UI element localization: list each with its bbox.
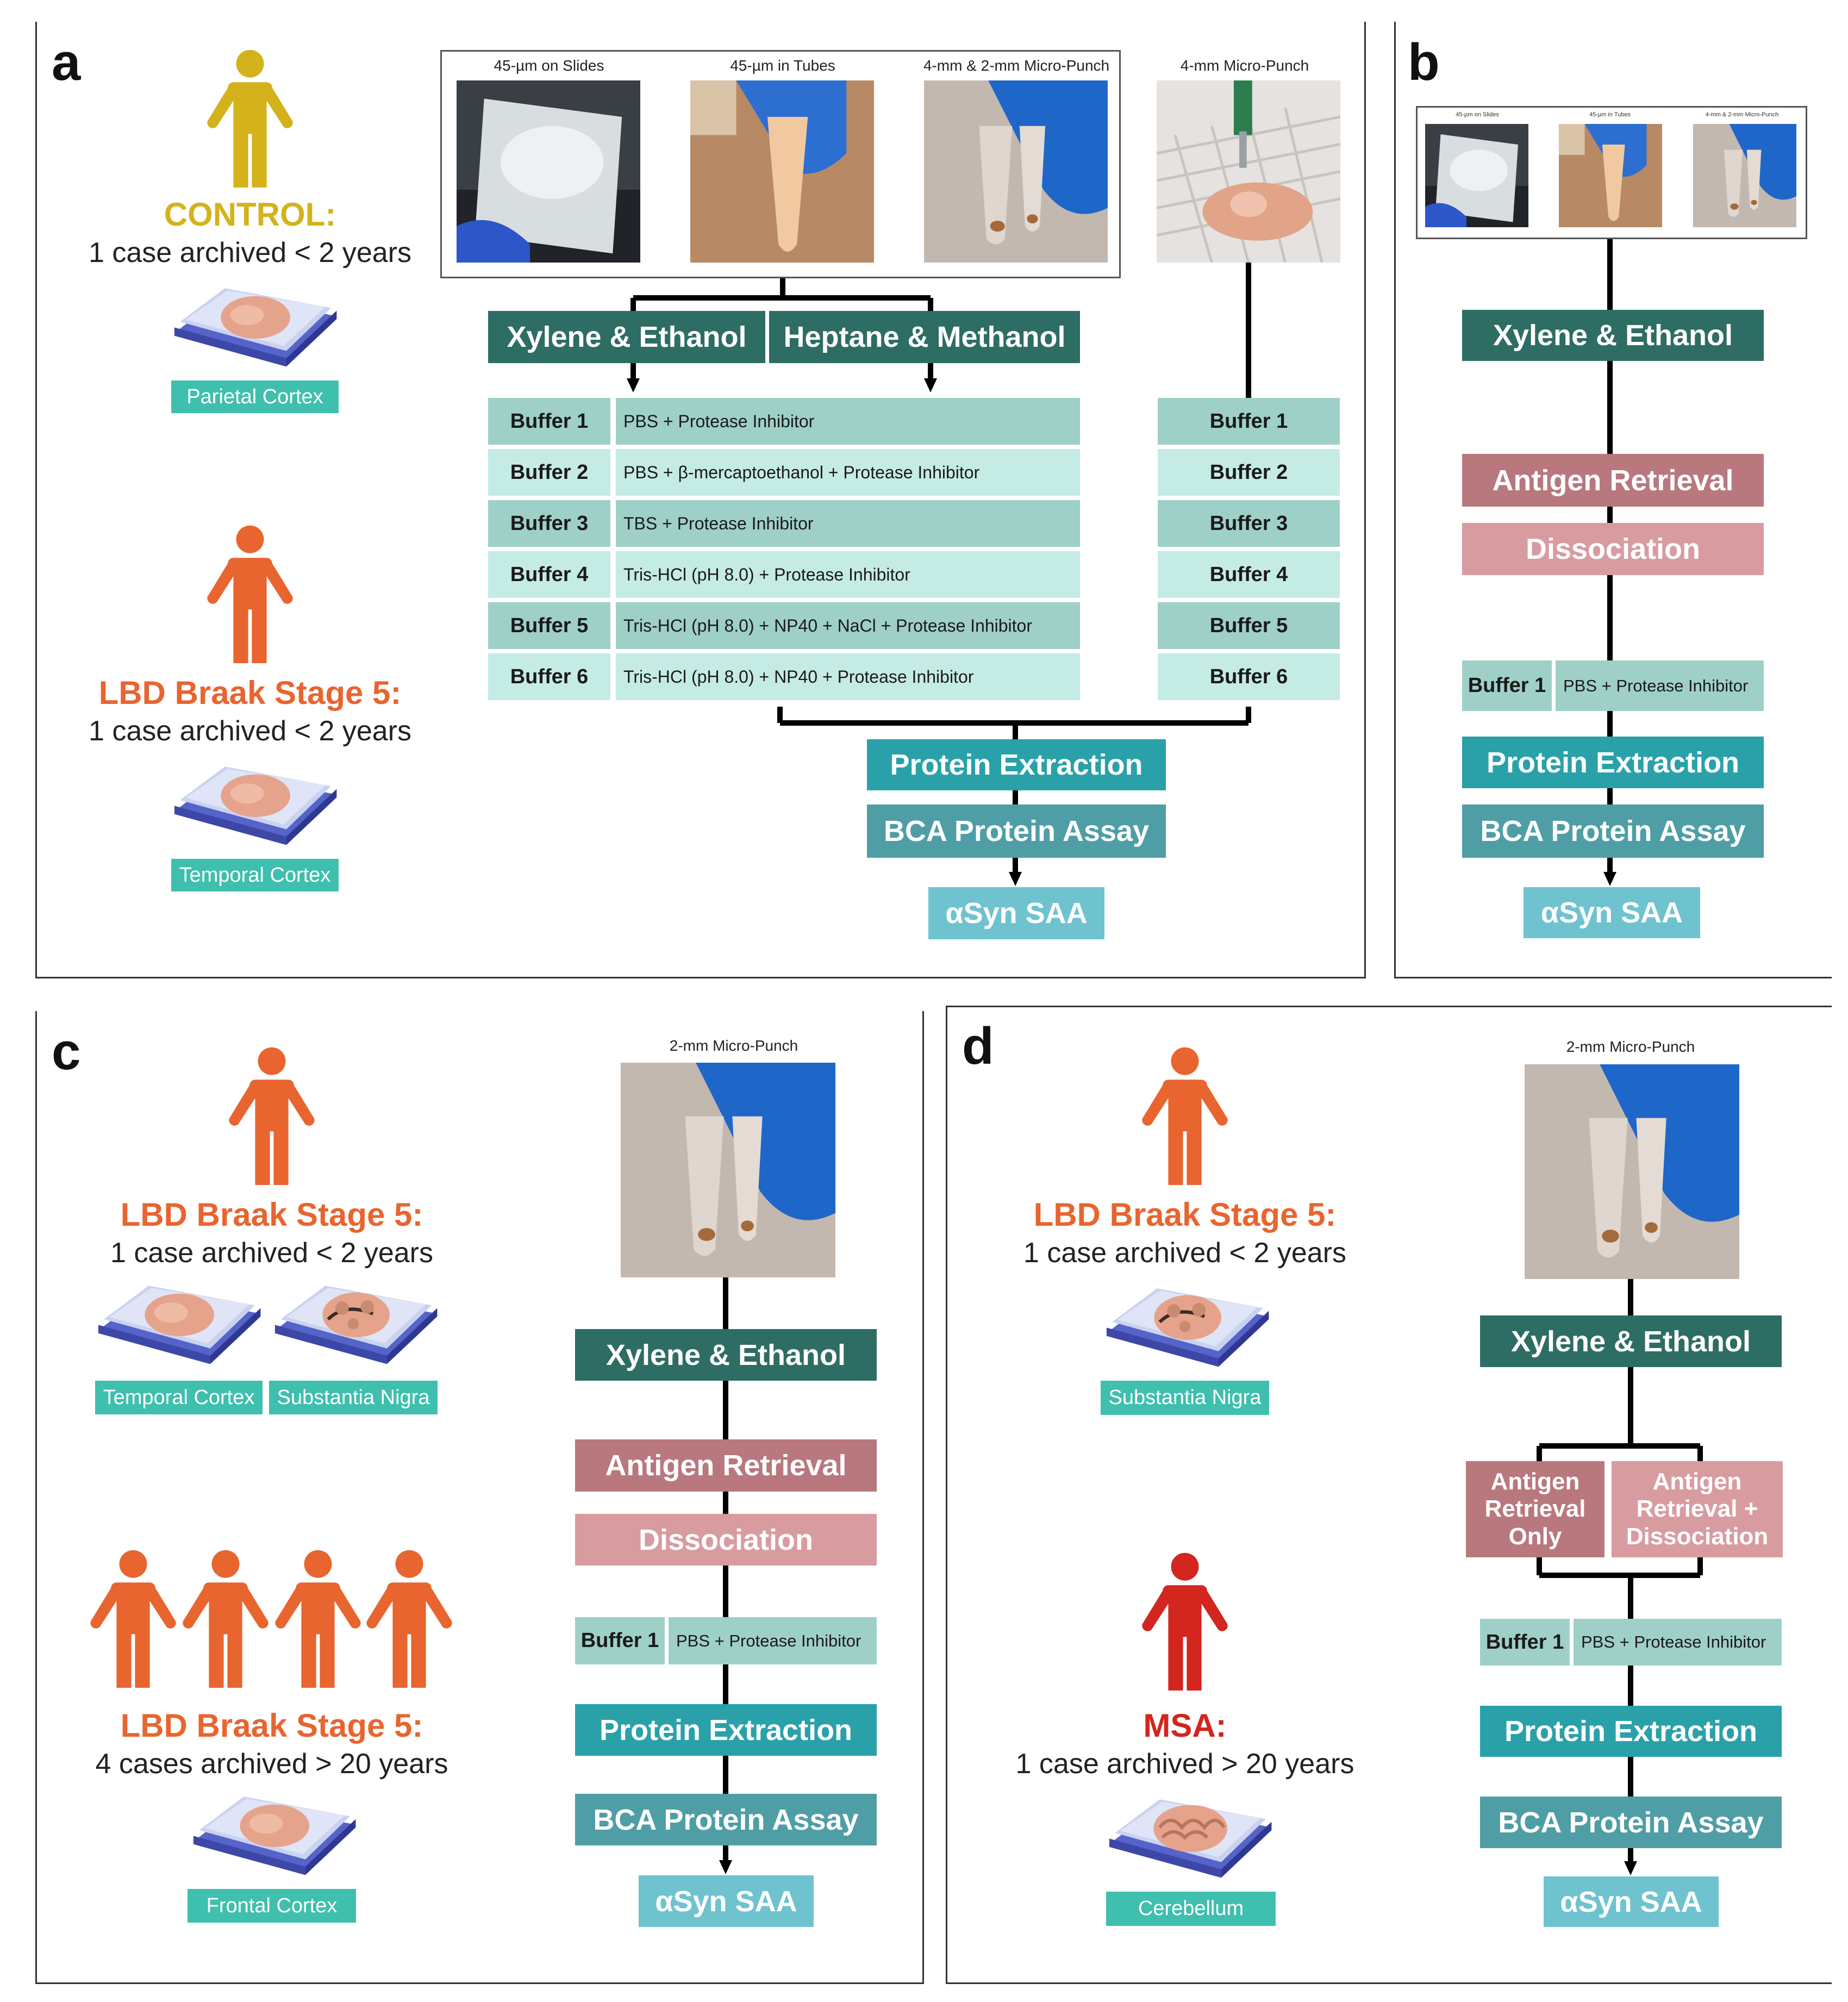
antigen-retrieval-box: Antigen Retrieval — [1462, 454, 1764, 507]
buffer-1-desc: PBS + Protease Inhibitor — [1556, 660, 1764, 711]
protein-extraction-box: Protein Extraction — [575, 1704, 877, 1756]
tag-cerebellum: Cerebellum — [1106, 1892, 1276, 1926]
xylene-ethanol-box: Xylene & Ethanol — [488, 311, 765, 363]
photo-caption: 45-µm in Tubes — [730, 57, 835, 74]
xylene-ethanol-box: Xylene & Ethanol — [575, 1329, 877, 1381]
lbd-subtitle: 1 case archived < 2 years — [89, 715, 411, 747]
buffer-label-right: Buffer 3 — [1158, 500, 1340, 547]
antigen-retrieval-box: Antigen Retrieval — [575, 1439, 877, 1492]
buffer-label-right: Buffer 2 — [1158, 449, 1340, 496]
panel-letter-b: b — [1408, 33, 1440, 91]
buffer-1-label: Buffer 1 — [1480, 1619, 1570, 1666]
buffer-1-desc: PBS + Protease Inhibitor — [1574, 1619, 1782, 1666]
panel-letter-d: d — [962, 1017, 994, 1075]
buffer-label-right: Buffer 4 — [1158, 551, 1340, 598]
antigen-retrieval-only-box: Antigen Retrieval Only — [1466, 1461, 1604, 1557]
buffer-desc: Tris-HCl (pH 8.0) + NP40 + Protease Inhi… — [616, 653, 1080, 700]
lbd-title: LBD Braak Stage 5: — [1033, 1196, 1337, 1233]
tag-frontal-cortex: Frontal Cortex — [188, 1889, 356, 1923]
bca-assay-box: BCA Protein Assay — [575, 1794, 877, 1845]
tag-temporal-cortex: Temporal Cortex — [95, 1381, 263, 1414]
photo-caption: 45-µm in Tubes — [1589, 111, 1631, 118]
asyn-saa-box: αSyn SAA — [1544, 1876, 1719, 1927]
panel-letter-a: a — [52, 33, 81, 91]
photo-caption: 4-mm & 2-mm Micro-Punch — [1705, 111, 1779, 118]
asyn-saa-box: αSyn SAA — [928, 887, 1104, 939]
photo-caption: 45-µm on Slides — [494, 57, 604, 74]
buffer-label: Buffer 2 — [488, 449, 610, 496]
buffer-label-right: Buffer 1 — [1158, 398, 1340, 445]
buffer-desc: Tris-HCl (pH 8.0) + NP40 + NaCl + Protea… — [616, 602, 1080, 649]
lbd-subtitle: 1 case archived < 2 years — [1023, 1237, 1346, 1269]
asyn-saa-box: αSyn SAA — [639, 1875, 814, 1927]
buffer-label: Buffer 6 — [488, 653, 610, 700]
photo-caption: 2-mm Micro-Punch — [1566, 1038, 1695, 1055]
buffer-label-right: Buffer 5 — [1158, 602, 1340, 649]
panel-d — [946, 1006, 1832, 1984]
buffer-label: Buffer 5 — [488, 602, 610, 649]
bca-assay-box: BCA Protein Assay — [1480, 1797, 1782, 1848]
photo-caption: 4-mm & 2-mm Micro-Punch — [923, 57, 1110, 74]
panel-letter-c: c — [52, 1022, 81, 1081]
panel-c — [35, 1011, 924, 1984]
lbd-title: LBD Braak Stage 5: — [120, 1707, 423, 1744]
buffer-label: Buffer 1 — [488, 398, 610, 445]
lbd-subtitle: 1 case archived < 2 years — [110, 1237, 433, 1269]
asyn-saa-box: αSyn SAA — [1524, 887, 1700, 938]
panel-a — [35, 22, 1366, 978]
photo-caption: 4-mm Micro-Punch — [1180, 57, 1309, 74]
bca-assay-box: BCA Protein Assay — [1462, 804, 1764, 858]
heptane-methanol-box: Heptane & Methanol — [769, 311, 1080, 363]
tag-temporal-cortex: Temporal Cortex — [171, 859, 339, 891]
lbd-title: LBD Braak Stage 5: — [98, 675, 402, 711]
msa-title: MSA: — [1143, 1707, 1227, 1744]
dissociation-box: Dissociation — [1462, 523, 1764, 575]
protein-extraction-box: Protein Extraction — [867, 739, 1166, 790]
dissociation-box: Dissociation — [575, 1514, 877, 1566]
buffer-label: Buffer 3 — [488, 500, 610, 547]
buffer-1-desc: PBS + Protease Inhibitor — [669, 1617, 877, 1664]
photo-caption: 45-µm on Slides — [1456, 111, 1499, 118]
photo-caption: 2-mm Micro-Punch — [669, 1037, 798, 1054]
xylene-ethanol-box: Xylene & Ethanol — [1462, 310, 1764, 361]
protein-extraction-box: Protein Extraction — [1480, 1706, 1782, 1757]
antigen-retrieval-dissociation-box: Antigen Retrieval + Dissociation — [1612, 1461, 1783, 1557]
control-subtitle: 1 case archived < 2 years — [89, 237, 411, 269]
buffer-desc: PBS + β-mercaptoethanol + Protease Inhib… — [616, 449, 1080, 496]
buffer-desc: PBS + Protease Inhibitor — [616, 398, 1080, 445]
tag-substantia-nigra: Substantia Nigra — [269, 1381, 438, 1414]
lbd-subtitle: 4 cases archived > 20 years — [95, 1748, 448, 1780]
tag-substantia-nigra: Substantia Nigra — [1101, 1381, 1269, 1415]
buffer-1-label: Buffer 1 — [1462, 660, 1552, 711]
panel-b — [1394, 22, 1832, 978]
protein-extraction-box: Protein Extraction — [1462, 737, 1764, 788]
buffer-label: Buffer 4 — [488, 551, 610, 598]
bca-assay-box: BCA Protein Assay — [867, 804, 1166, 858]
tag-parietal-cortex: Parietal Cortex — [171, 381, 339, 413]
buffer-desc: Tris-HCl (pH 8.0) + Protease Inhibitor — [616, 551, 1080, 598]
buffer-label-right: Buffer 6 — [1158, 653, 1340, 700]
buffer-desc: TBS + Protease Inhibitor — [616, 500, 1080, 547]
lbd-title: LBD Braak Stage 5: — [120, 1196, 423, 1233]
buffer-1-label: Buffer 1 — [575, 1617, 665, 1664]
control-title: CONTROL: — [164, 196, 336, 233]
msa-subtitle: 1 case archived > 20 years — [1015, 1748, 1354, 1780]
xylene-ethanol-box: Xylene & Ethanol — [1480, 1315, 1782, 1367]
